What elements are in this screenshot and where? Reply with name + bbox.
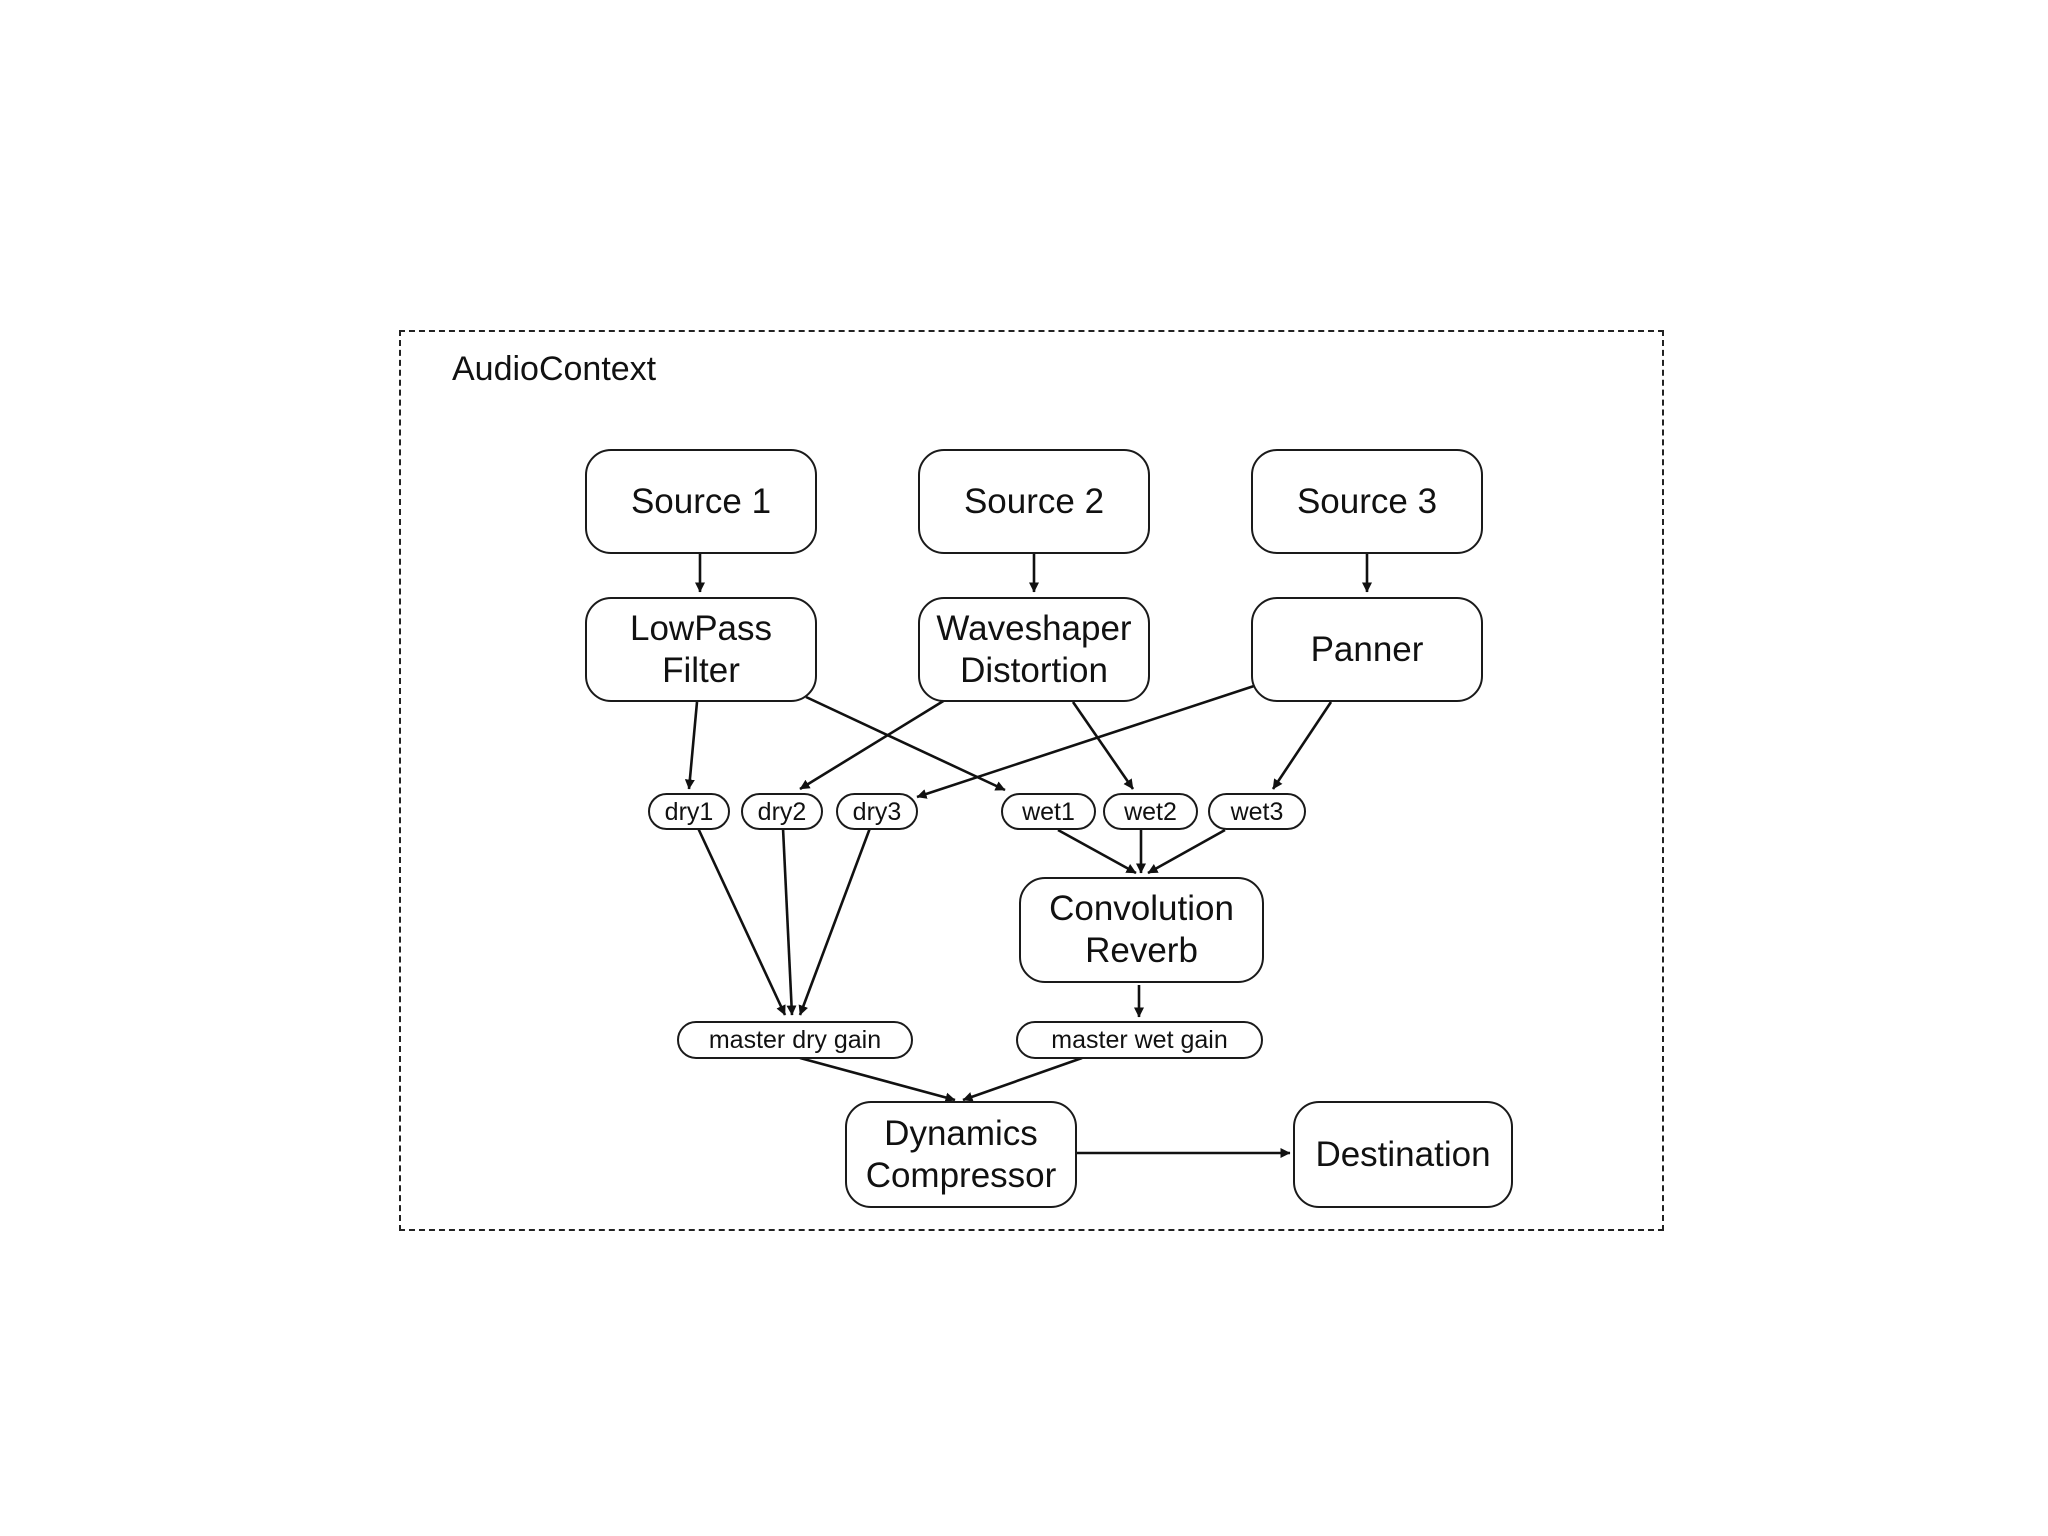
panner-node: Panner <box>1251 597 1483 702</box>
edge-waveshaper-wet2 <box>1071 701 1135 790</box>
edge-master-wet-compressor <box>962 1056 1083 1102</box>
wet2-pill: wet2 <box>1103 793 1198 830</box>
edge-lowpass-wet1 <box>805 695 1006 792</box>
edge-dry1-master-dry <box>696 827 787 1016</box>
edge-wet1-reverb <box>1057 828 1137 875</box>
dry3-pill: dry3 <box>836 793 918 830</box>
edge-panner-wet3 <box>1271 701 1333 790</box>
waveshaper-distortion-node: Waveshaper Distortion <box>918 597 1150 702</box>
dry1-pill: dry1 <box>648 793 730 830</box>
source-3-node: Source 3 <box>1251 449 1483 554</box>
lowpass-filter-node: LowPass Filter <box>585 597 817 702</box>
edge-lowpass-dry1 <box>684 701 699 790</box>
dynamics-compressor-node: Dynamics Compressor <box>845 1101 1077 1208</box>
convolution-reverb-node: Convolution Reverb <box>1019 877 1264 983</box>
edge-wet3-reverb <box>1147 828 1226 875</box>
dry2-pill: dry2 <box>741 793 823 830</box>
master-wet-gain-pill: master wet gain <box>1016 1021 1263 1059</box>
audio-context-frame <box>399 330 1664 1231</box>
master-dry-gain-pill: master dry gain <box>677 1021 913 1059</box>
destination-node: Destination <box>1293 1101 1513 1208</box>
wet3-pill: wet3 <box>1208 793 1306 830</box>
edge-master-dry-compressor <box>799 1056 956 1103</box>
edge-panner-dry3 <box>916 684 1255 799</box>
source-2-node: Source 2 <box>918 449 1150 554</box>
edge-dry2-master-dry <box>781 827 797 1016</box>
wet1-pill: wet1 <box>1001 793 1096 830</box>
source-1-node: Source 1 <box>585 449 817 554</box>
edge-dry3-master-dry <box>798 827 872 1016</box>
edge-waveshaper-dry2 <box>799 698 946 791</box>
audio-context-label: AudioContext <box>452 350 657 388</box>
